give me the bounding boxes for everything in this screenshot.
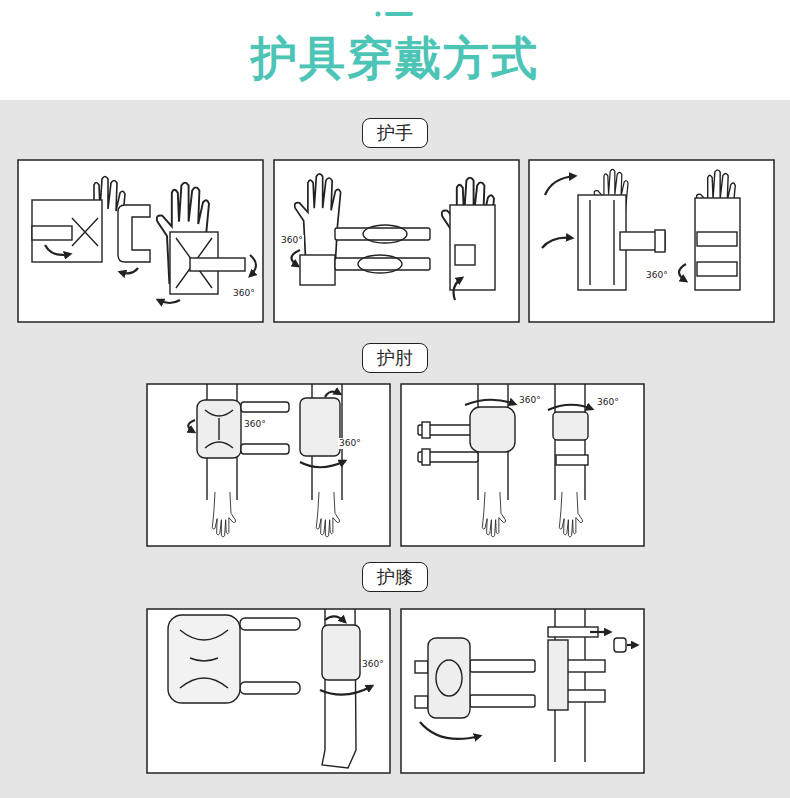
rotation-label: 360° xyxy=(232,288,256,299)
rotation-label: 360° xyxy=(338,438,362,449)
rotation-label: 360° xyxy=(645,270,669,281)
heading-text: 护手 xyxy=(377,121,413,145)
section-heading: 护肘 xyxy=(362,343,428,373)
rotation-label: 360° xyxy=(361,659,385,670)
rotation-label: 360° xyxy=(518,395,542,406)
section-heading: 护膝 xyxy=(362,562,428,592)
title: 护具穿戴方式 xyxy=(0,28,790,90)
section-heading: 护手 xyxy=(362,118,428,148)
rotation-label: 360° xyxy=(280,235,304,246)
heading-text: 护膝 xyxy=(377,565,413,589)
rotation-label: 360° xyxy=(243,419,267,430)
rotation-label: 360° xyxy=(596,397,620,408)
heading-text: 护肘 xyxy=(377,346,413,370)
